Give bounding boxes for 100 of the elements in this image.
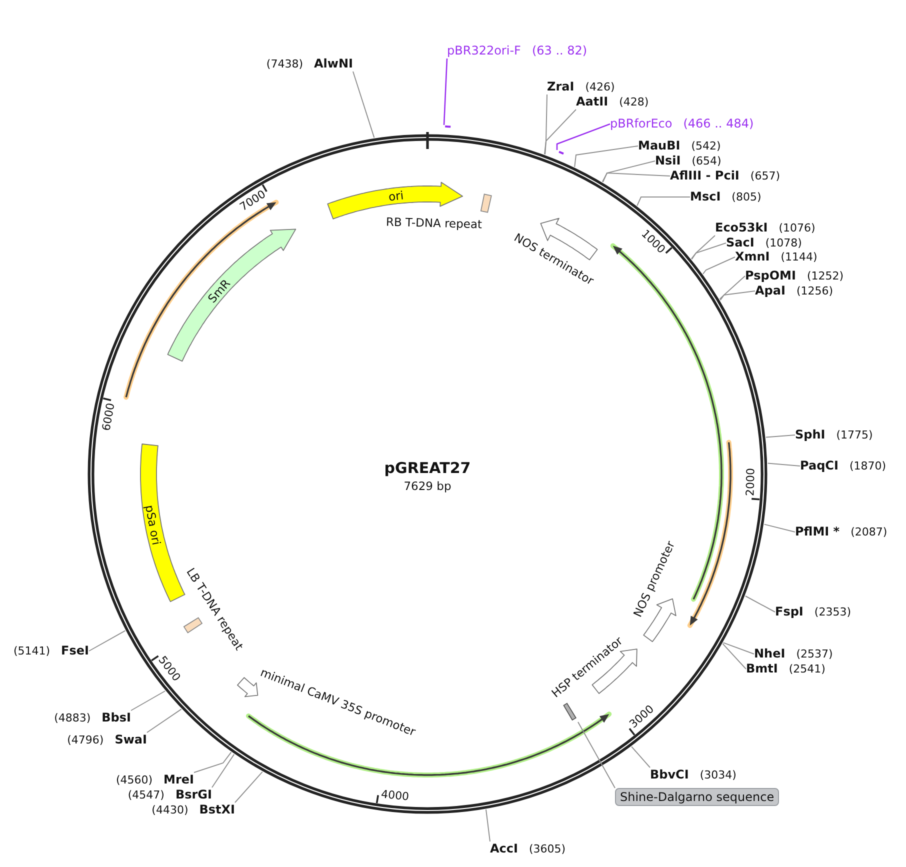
enzyme-name: XmnI [735, 250, 770, 264]
leader-line [352, 71, 375, 138]
site-position: (542) [691, 138, 721, 154]
enzyme-name: MscI [690, 190, 721, 204]
site-position: (4560) [116, 772, 153, 788]
site-position: (2087) [850, 524, 888, 540]
leader-line [578, 722, 616, 788]
enzyme-name: Eco53kI [715, 220, 768, 236]
tick-label: 4000 [380, 788, 410, 805]
leader-line [194, 752, 232, 773]
leader-line [631, 746, 650, 768]
feature-segment [139, 442, 187, 604]
leader-line [544, 109, 576, 155]
leader-line [486, 808, 490, 842]
tick-label: 2000 [744, 468, 759, 496]
plasmid-size: 7629 bp [404, 479, 452, 493]
site-position: (2353) [814, 604, 851, 620]
enzyme-name: AflIII - PciI [670, 168, 740, 184]
primer-position: (466 .. 484) [683, 116, 754, 132]
enzyme-name: FspI [775, 604, 804, 620]
primer-name: pBR322ori-F [447, 44, 521, 58]
site-position: (5141) [13, 644, 50, 658]
feature-segment [166, 227, 298, 363]
leader-line [744, 596, 776, 612]
site-position: (4547) [128, 788, 164, 802]
tick-label: 6000 [99, 402, 118, 432]
leader-line [766, 434, 796, 438]
primer-site-mark [557, 150, 565, 155]
enzyme-name: BstXI [199, 802, 235, 818]
feature-label: pSa ori [142, 504, 164, 546]
enzyme-name: BbvCI [650, 768, 689, 782]
enzyme-name: BmtI [746, 662, 778, 676]
feature-label: RB T-DNA repeat [386, 214, 482, 232]
leader-line [691, 242, 726, 260]
site-position: (1256) [796, 284, 834, 298]
site-position: (4796) [67, 732, 104, 748]
enzyme-name: FseI [61, 644, 89, 658]
enzyme-name: BbsI [102, 710, 131, 726]
enzyme-name: SphI [795, 428, 826, 442]
site-position: (657) [750, 168, 780, 184]
site-position: (805) [732, 190, 762, 204]
leader-line [443, 58, 448, 126]
leader-line [722, 642, 754, 654]
site-position: (1252) [806, 268, 844, 284]
enzyme-name: NsiI [655, 154, 681, 168]
enzyme-name: PflMI * [795, 524, 840, 540]
site-position: (7438) [266, 56, 303, 72]
enzyme-name: SacI [726, 236, 754, 250]
leader-line [88, 630, 126, 652]
leader-line [720, 290, 756, 301]
site-position: (3034) [700, 768, 736, 782]
enzyme-name: SwaI [114, 732, 147, 748]
leader-line [719, 276, 746, 300]
feature-label: ori [388, 188, 404, 204]
leader-line [602, 160, 656, 182]
leader-line [764, 524, 796, 532]
primer-position: (63 .. 82) [532, 44, 588, 58]
enzyme-name: PspOMI [745, 268, 796, 284]
site-position: (4883) [54, 710, 91, 726]
leader-line [234, 771, 263, 803]
feature-tag: Shine-Dalgarno sequence [615, 788, 780, 806]
site-position: (4430) [152, 802, 188, 818]
enzyme-name: AlwNI [314, 56, 353, 72]
enzyme-name: PaqCI [800, 458, 838, 474]
site-position: (1144) [780, 250, 818, 264]
leader-line [722, 643, 746, 670]
leader-line [702, 256, 736, 274]
leader-line [130, 690, 166, 711]
feature-segment [235, 676, 260, 699]
feature-block [182, 616, 204, 635]
site-position: (654) [692, 154, 722, 168]
leader-line [767, 462, 800, 466]
feature-bar [562, 701, 578, 722]
leader-line [690, 235, 716, 260]
feature-block [479, 192, 493, 214]
enzyme-name: AatII [576, 94, 608, 110]
leader-line [146, 708, 182, 733]
site-position: (1775) [836, 428, 873, 442]
leader-line [636, 196, 690, 206]
leader-line [574, 146, 638, 168]
enzyme-name: ApaI [755, 284, 786, 298]
site-position: (1078) [765, 236, 802, 250]
leader-line [212, 754, 235, 788]
site-position: (1076) [778, 220, 816, 236]
enzyme-name: MreI [164, 772, 194, 788]
enzyme-name: ZraI [547, 80, 574, 94]
enzyme-name: NheI [754, 646, 786, 662]
plasmid-name: pGREAT27 [384, 459, 471, 477]
site-position: (3605) [528, 842, 566, 856]
leader-line [544, 94, 548, 155]
primer-name: pBRforEco [610, 116, 672, 132]
leader-line [602, 172, 670, 183]
enzyme-name: AccI [490, 842, 518, 856]
site-position: (2541) [788, 662, 826, 676]
site-position: (428) [619, 94, 649, 110]
site-position: (426) [585, 80, 615, 94]
site-position: (2537) [796, 646, 833, 662]
site-position: (1870) [849, 458, 886, 474]
enzyme-name: MauBI [638, 138, 680, 154]
leader-line [556, 123, 610, 150]
